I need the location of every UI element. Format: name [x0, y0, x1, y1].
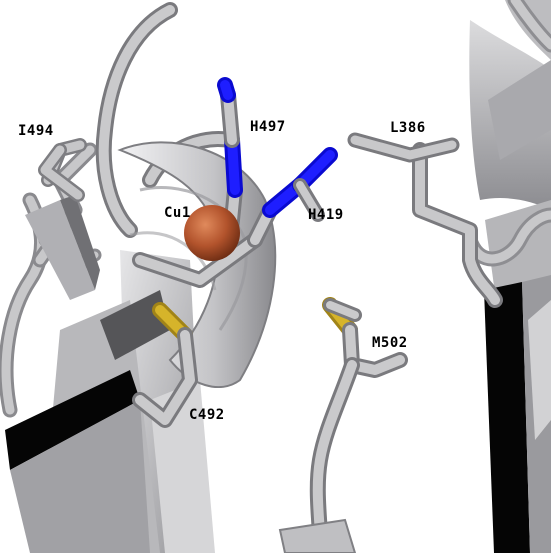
label-h419: H419 — [308, 207, 344, 223]
bottom-strand — [280, 520, 355, 553]
label-h497: H497 — [250, 119, 286, 135]
l386-sidechain — [355, 140, 495, 300]
label-c492: C492 — [189, 407, 225, 423]
copper-ion — [184, 205, 240, 261]
label-m502: M502 — [372, 335, 408, 351]
label-l386: L386 — [390, 120, 426, 136]
label-cu1: Cu1 — [164, 205, 191, 221]
label-i494: I494 — [18, 123, 54, 139]
